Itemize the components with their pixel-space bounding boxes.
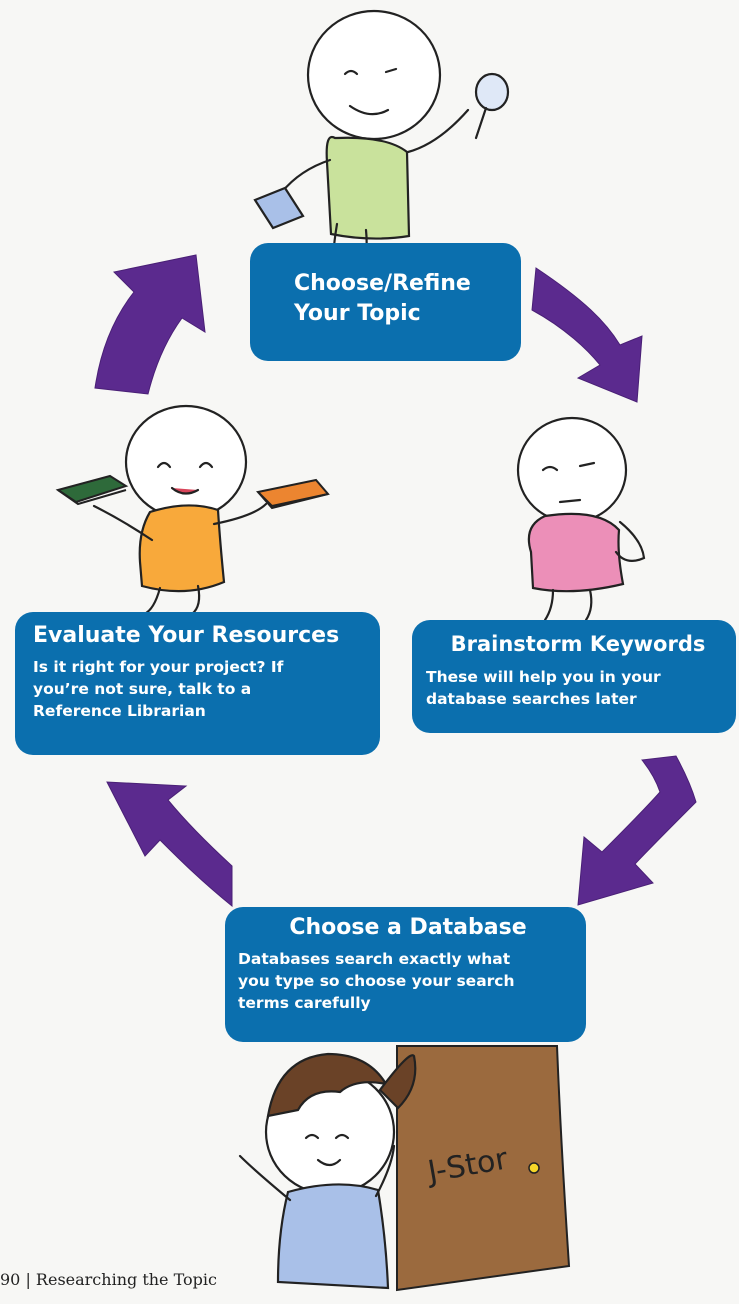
door-knob xyxy=(528,1162,540,1174)
step-title: Choose a Database xyxy=(289,915,527,940)
step-desc-line2: you’re not sure, talk to a xyxy=(33,680,252,698)
step-title: Brainstorm Keywords xyxy=(450,632,706,656)
step-choose-database: Choose a Database Databases search exact… xyxy=(225,907,586,1042)
step-desc-line1: These will help you in your xyxy=(426,668,661,686)
step-evaluate-resources: Evaluate Your Resources Is it right for … xyxy=(15,612,380,755)
step-desc-line3: terms carefully xyxy=(238,994,371,1012)
step-desc-line3: Reference Librarian xyxy=(33,702,206,720)
arrow-database-to-evaluate xyxy=(106,781,233,908)
step-desc-line1: Is it right for your project? If xyxy=(33,658,284,676)
step-brainstorm-keywords: Brainstorm Keywords These will help you … xyxy=(412,620,736,733)
step-choose-refine-topic: Choose/Refine Your Topic xyxy=(250,243,521,361)
character-bottom-blue xyxy=(238,1052,417,1290)
orange-book-icon xyxy=(255,478,330,510)
step-title: Evaluate Your Resources xyxy=(33,623,340,648)
page-footer: 90 | Researching the Topic xyxy=(0,1270,217,1289)
green-book-icon xyxy=(55,474,129,506)
step-desc-line2: database searches later xyxy=(426,690,637,708)
step-title-line1: Choose/Refine xyxy=(294,271,471,296)
arrow-evaluate-to-topic xyxy=(94,254,206,395)
jstor-door xyxy=(396,1045,571,1292)
character-orange-evaluating xyxy=(92,404,268,616)
arrow-topic-to-brainstorm xyxy=(531,267,643,403)
character-pink-thinking xyxy=(516,416,646,622)
arrow-brainstorm-to-database xyxy=(577,755,697,906)
step-title-line2: Your Topic xyxy=(294,301,421,326)
step-desc-line1: Databases search exactly what xyxy=(238,950,511,968)
character-top-green xyxy=(253,9,510,272)
step-desc-line2: you type so choose your search xyxy=(238,972,515,990)
